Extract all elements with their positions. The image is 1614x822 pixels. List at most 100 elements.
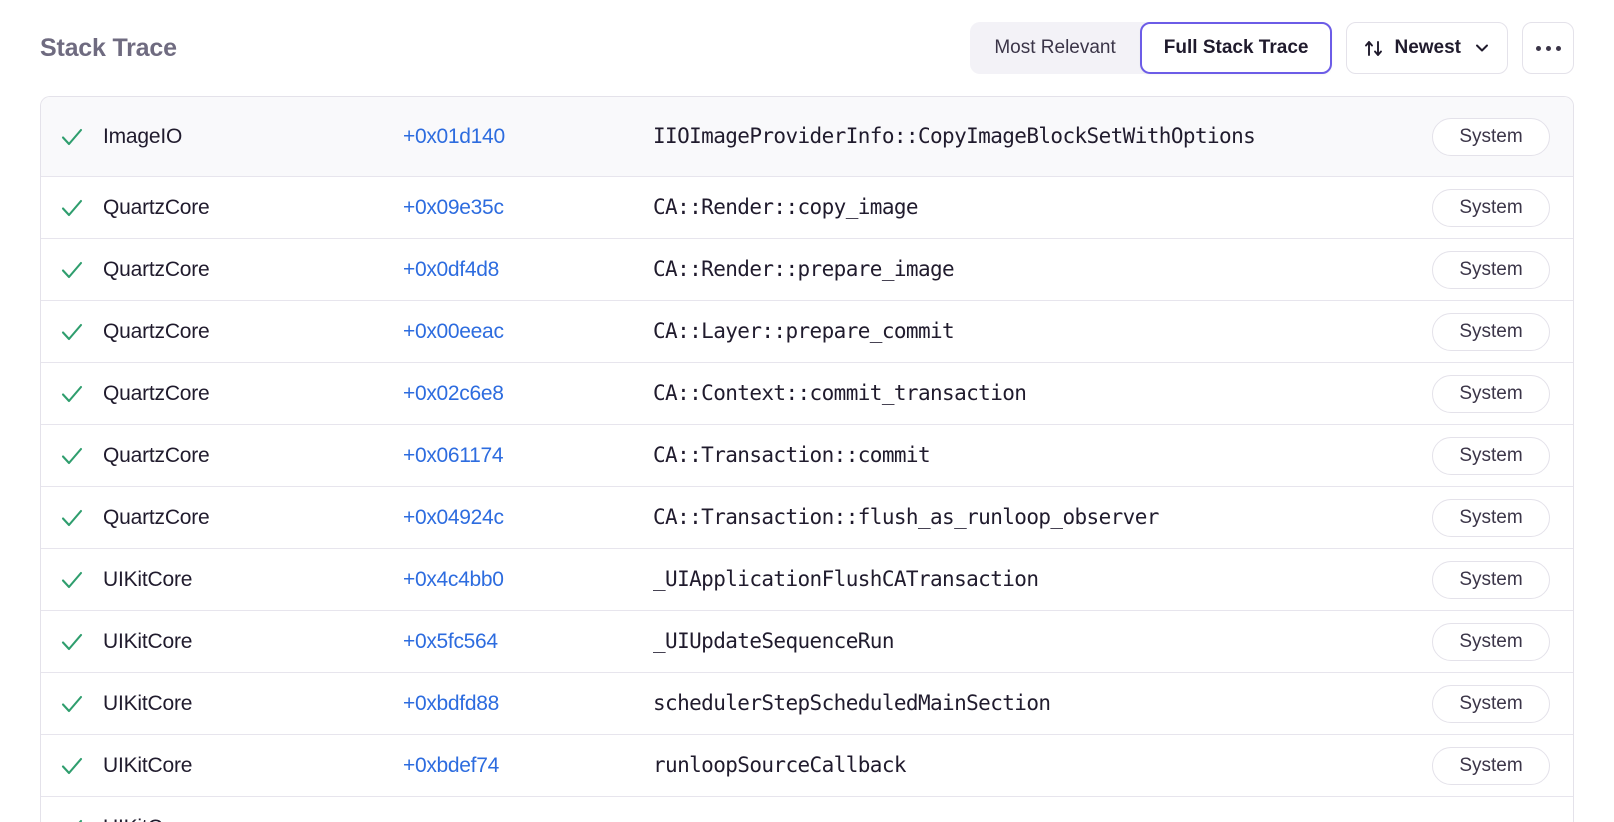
- frame-module: QuartzCore: [103, 195, 210, 219]
- frame-checkmark[interactable]: [41, 123, 103, 151]
- check-icon: [58, 380, 86, 408]
- frame-module: UIKitCore: [103, 629, 193, 653]
- check-icon: [58, 123, 86, 151]
- frame-offset[interactable]: +0x061174: [403, 443, 504, 467]
- check-icon: [58, 256, 86, 284]
- stack-trace-table: ImageIO +0x01d140 IIOImageProviderInfo::…: [40, 96, 1574, 822]
- panel-header: Stack Trace Most Relevant Full Stack Tra…: [0, 0, 1614, 96]
- frame-checkmark[interactable]: [41, 442, 103, 470]
- table-row[interactable]: UIKitCore +0xbdfd88 schedulerStepSchedul…: [41, 673, 1573, 735]
- frame-module: QuartzCore: [103, 505, 210, 529]
- frame-symbol: _UIUpdateSequenceRun: [653, 629, 894, 654]
- frame-badge-cell: System: [1409, 684, 1573, 723]
- frame-offset[interactable]: +0x0df4d8: [403, 257, 499, 281]
- frame-checkmark[interactable]: [41, 504, 103, 532]
- table-row[interactable]: QuartzCore +0x00eeac CA::Layer::prepare_…: [41, 301, 1573, 363]
- frame-offset[interactable]: +0x4c4bb0: [403, 567, 504, 591]
- frame-offset[interactable]: +0xbdef74: [403, 753, 499, 777]
- status-badge: System: [1432, 188, 1550, 227]
- frame-badge-cell: System: [1409, 250, 1573, 289]
- frame-module: QuartzCore: [103, 443, 210, 467]
- frame-offset[interactable]: +0x09e35c: [403, 195, 504, 219]
- frame-symbol: CA::Layer::prepare_commit: [653, 319, 955, 344]
- frame-offset[interactable]: +0x5fc564: [403, 629, 498, 653]
- frame-badge-cell: System: [1409, 622, 1573, 661]
- sort-arrows-icon: [1363, 38, 1384, 59]
- frame-symbol: CA::Transaction::flush_as_runloop_observ…: [653, 505, 1159, 530]
- frame-module: UIKitCore: [103, 753, 193, 777]
- check-icon: [58, 442, 86, 470]
- status-badge: System: [1432, 117, 1550, 156]
- frame-checkmark[interactable]: [41, 814, 103, 822]
- frame-badge-cell: System: [1409, 746, 1573, 785]
- frame-badge-cell: System: [1409, 312, 1573, 351]
- frame-checkmark[interactable]: [41, 194, 103, 222]
- frame-symbol: CA::Transaction::commit: [653, 443, 931, 468]
- status-badge: System: [1432, 312, 1550, 351]
- frame-badge-cell: System: [1409, 560, 1573, 599]
- frame-offset[interactable]: +0xbdfd88: [403, 691, 499, 715]
- check-icon: [58, 566, 86, 594]
- sort-button[interactable]: Newest: [1346, 22, 1508, 74]
- check-icon: [58, 504, 86, 532]
- frame-symbol: CA::Context::commit_transaction: [653, 381, 1027, 406]
- frame-symbol: schedulerStepScheduledMainSection: [653, 691, 1051, 716]
- status-badge: System: [1432, 374, 1550, 413]
- frame-module: ImageIO: [103, 124, 183, 148]
- frame-checkmark[interactable]: [41, 628, 103, 656]
- frame-checkmark[interactable]: [41, 752, 103, 780]
- frame-symbol: runloopSourceCallback: [653, 753, 907, 778]
- frame-offset[interactable]: +0x02c6e8: [403, 381, 504, 405]
- trace-view-segmented-control[interactable]: Most Relevant Full Stack Trace: [970, 22, 1333, 74]
- frame-offset[interactable]: +0x04924c: [403, 505, 504, 529]
- table-row[interactable]: UIKitCore: [41, 797, 1573, 822]
- check-icon: [58, 628, 86, 656]
- tab-most-relevant[interactable]: Most Relevant: [970, 22, 1139, 74]
- frame-symbol: _UIApplicationFlushCATransaction: [653, 567, 1039, 592]
- check-icon: [58, 752, 86, 780]
- frame-symbol: CA::Render::prepare_image: [653, 257, 955, 282]
- frame-checkmark[interactable]: [41, 256, 103, 284]
- frame-symbol: IIOImageProviderInfo::CopyImageBlockSetW…: [653, 124, 1256, 149]
- frame-badge-cell: System: [1409, 117, 1573, 156]
- status-badge: System: [1432, 250, 1550, 289]
- frame-badge-cell: System: [1409, 436, 1573, 475]
- check-icon: [58, 814, 86, 822]
- frame-module: UIKitCore: [103, 816, 403, 822]
- table-row[interactable]: QuartzCore +0x04924c CA::Transaction::fl…: [41, 487, 1573, 549]
- header-actions: Most Relevant Full Stack Trace Newest: [970, 22, 1574, 74]
- table-row[interactable]: QuartzCore +0x09e35c CA::Render::copy_im…: [41, 177, 1573, 239]
- frame-module: QuartzCore: [103, 319, 210, 343]
- frame-checkmark[interactable]: [41, 690, 103, 718]
- table-row[interactable]: ImageIO +0x01d140 IIOImageProviderInfo::…: [41, 97, 1573, 177]
- sort-label: Newest: [1394, 37, 1461, 58]
- status-badge: System: [1432, 498, 1550, 537]
- table-row[interactable]: UIKitCore +0xbdef74 runloopSourceCallbac…: [41, 735, 1573, 797]
- table-row[interactable]: QuartzCore +0x061174 CA::Transaction::co…: [41, 425, 1573, 487]
- frame-checkmark[interactable]: [41, 380, 103, 408]
- frame-module: QuartzCore: [103, 381, 210, 405]
- chevron-down-icon: [1473, 39, 1491, 57]
- status-badge: System: [1432, 684, 1550, 723]
- frame-checkmark[interactable]: [41, 318, 103, 346]
- frame-badge-cell: System: [1409, 498, 1573, 537]
- frame-symbol: CA::Render::copy_image: [653, 195, 919, 220]
- frame-module: UIKitCore: [103, 567, 193, 591]
- more-options-button[interactable]: [1522, 22, 1574, 74]
- frame-checkmark[interactable]: [41, 566, 103, 594]
- frame-module: UIKitCore: [103, 691, 193, 715]
- table-row[interactable]: UIKitCore +0x4c4bb0 _UIApplicationFlushC…: [41, 549, 1573, 611]
- table-row[interactable]: QuartzCore +0x0df4d8 CA::Render::prepare…: [41, 239, 1573, 301]
- frame-badge-cell: System: [1409, 374, 1573, 413]
- frame-badge-cell: System: [1409, 188, 1573, 227]
- status-badge: System: [1432, 560, 1550, 599]
- table-row[interactable]: QuartzCore +0x02c6e8 CA::Context::commit…: [41, 363, 1573, 425]
- table-row[interactable]: UIKitCore +0x5fc564 _UIUpdateSequenceRun…: [41, 611, 1573, 673]
- tab-full-stack-trace[interactable]: Full Stack Trace: [1139, 22, 1333, 74]
- frame-offset[interactable]: +0x00eeac: [403, 319, 504, 343]
- ellipsis-icon: [1535, 45, 1561, 51]
- frame-offset[interactable]: +0x01d140: [403, 124, 505, 148]
- frame-module: QuartzCore: [103, 257, 210, 281]
- status-badge: System: [1432, 622, 1550, 661]
